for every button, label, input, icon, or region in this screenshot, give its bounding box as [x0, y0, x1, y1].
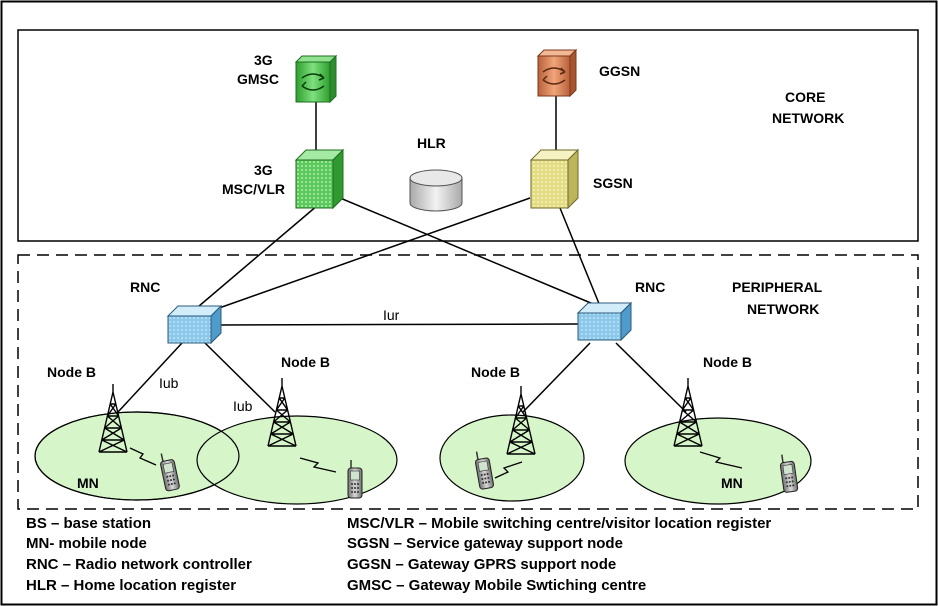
antenna-tower-icon-1	[98, 384, 128, 453]
legend-item-bs: BS – base station	[26, 515, 152, 532]
mobile-phone-icon-2	[347, 460, 363, 499]
sgsn-icon	[529, 148, 580, 210]
legend-item-ggsn: GGSN – Gateway GPRS support node	[347, 556, 617, 573]
ggsn-label: GGSN	[599, 63, 640, 79]
links	[117, 96, 687, 413]
cell-4	[624, 417, 812, 505]
link-sgsn-rnc-right	[559, 207, 601, 307]
mobile-phone-icon-3	[474, 451, 495, 490]
nodeb-label-1: Node B	[47, 364, 96, 380]
gmsc-server-icon	[294, 54, 338, 104]
nodeb-label-4: Node B	[703, 354, 752, 370]
link-iur	[215, 323, 579, 326]
link-rnc-right-nodeb-4	[615, 342, 687, 413]
msc-vlr-icon	[294, 148, 345, 210]
legend-item-hlr: HLR – Home location register	[26, 577, 237, 594]
mobile-phone-icon-1	[160, 453, 180, 492]
nodeb-label-2: Node B	[281, 354, 330, 370]
legend-item-sgsn: SGSN – Service gateway support node	[347, 535, 623, 552]
msc-label-line1: 3G	[254, 162, 273, 178]
iub-label-2: Iub	[233, 398, 253, 414]
msc-label-line2: MSC/VLR	[222, 181, 285, 197]
rnc-left-icon	[166, 304, 223, 345]
wireless-link-4	[699, 451, 743, 469]
core-network-label-line1: CORE	[785, 89, 825, 105]
mobile-phone-icon-4	[779, 454, 799, 493]
link-msc-rnc-left	[191, 204, 319, 313]
link-rnc-right-nodeb-3	[522, 342, 591, 413]
peripheral-network-box	[17, 254, 919, 510]
legend-item-gmsc: GMSC – Gateway Mobile Swtiching centre	[347, 577, 647, 594]
link-sgsn-rnc-left	[204, 197, 531, 314]
ggsn-server-icon	[536, 48, 578, 98]
mn-label-right: MN	[721, 475, 743, 491]
iub-label-1: Iub	[159, 375, 179, 391]
antenna-tower-icon-4	[673, 378, 703, 447]
phones	[160, 451, 799, 499]
wireless-links	[129, 447, 743, 479]
rnc-right-label: RNC	[635, 279, 665, 295]
rnc-left-label: RNC	[130, 279, 160, 295]
link-msc-rnc-right	[332, 194, 599, 307]
legend-item-msc-vlr: MSC/VLR – Mobile switching centre/visito…	[347, 515, 772, 532]
legend-item-rnc: RNC – Radio network controller	[26, 556, 252, 573]
core-network-box	[17, 29, 919, 242]
cell-3	[439, 414, 585, 502]
peripheral-network-label-line1: PERIPHERAL	[732, 279, 823, 295]
sgsn-label: SGSN	[593, 175, 633, 191]
wireless-link-1	[129, 447, 157, 466]
wireless-link-3	[494, 461, 523, 479]
peripheral-network-label-line2: NETWORK	[747, 301, 819, 317]
cell-2	[196, 415, 398, 505]
mn-label-left: MN	[77, 475, 99, 491]
link-rnc-left-nodeb-2	[204, 342, 276, 413]
cell-coverage-group	[34, 411, 812, 505]
antenna-tower-icon-2	[267, 378, 297, 447]
gmsc-label-line2: GMSC	[237, 71, 279, 87]
towers	[98, 378, 703, 455]
rnc-right-icon	[576, 301, 633, 342]
gmsc-label-line1: 3G	[254, 52, 273, 68]
core-network-label-line2: NETWORK	[772, 110, 844, 126]
legend-item-mn: MN- mobile node	[26, 535, 147, 552]
link-rnc-left-nodeb-1	[117, 342, 183, 413]
antenna-tower-icon-3	[506, 386, 536, 455]
hlr-label: HLR	[417, 135, 446, 151]
wireless-link-2	[299, 457, 337, 473]
nodeb-label-3: Node B	[471, 364, 520, 380]
hlr-database-icon	[409, 169, 463, 212]
iur-label: Iur	[383, 307, 400, 323]
